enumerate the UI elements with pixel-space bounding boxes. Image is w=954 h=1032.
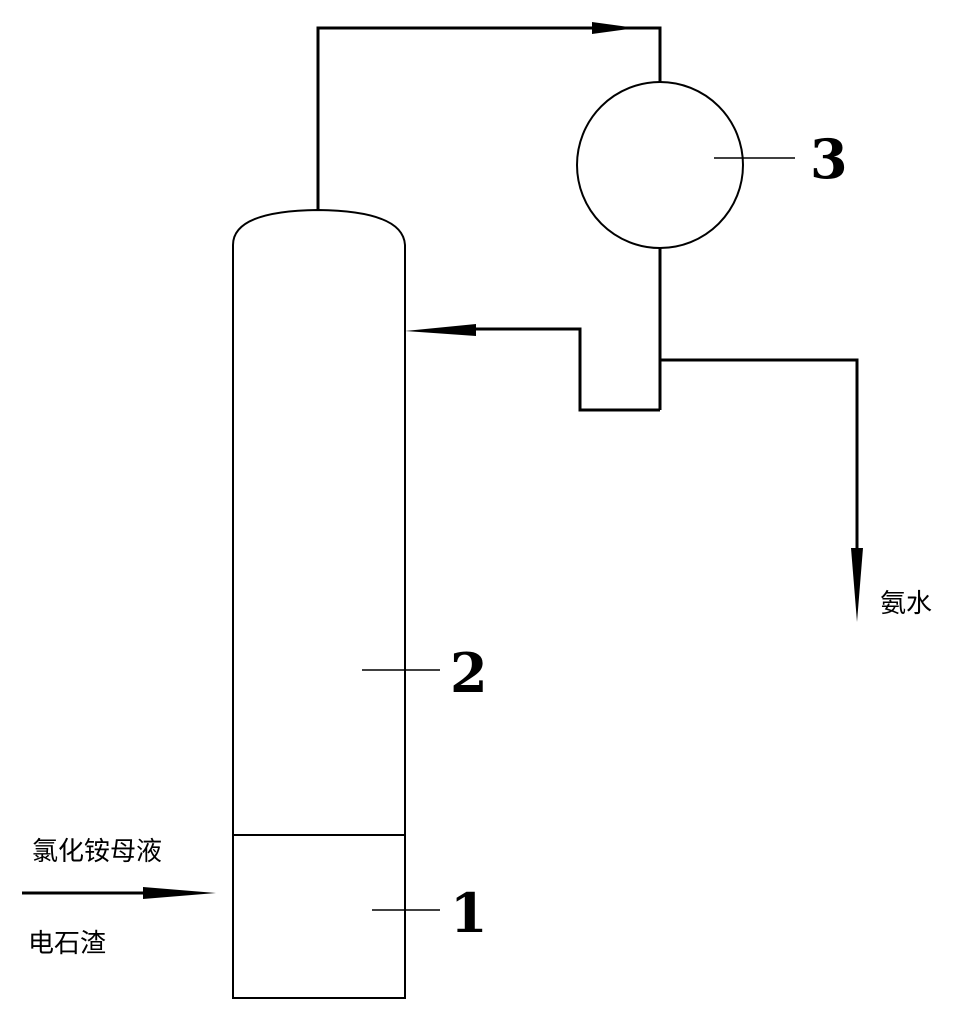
overhead-vapor-line <box>316 26 662 210</box>
feed-top-label: 氯化铵母液 <box>32 837 162 867</box>
overhead-flow-arrow <box>592 22 636 34</box>
vessel-1-label: 1 <box>450 881 488 945</box>
product-label: 氨水 <box>880 589 932 619</box>
column-2-label: 2 <box>450 641 488 705</box>
feed-bottom-label: 电石渣 <box>28 929 106 959</box>
feed-flow-arrow <box>143 887 216 899</box>
column-2-body <box>232 208 406 999</box>
condenser-3-label: 3 <box>810 127 848 191</box>
product-flow-arrow <box>851 548 863 622</box>
product-line <box>660 358 859 550</box>
reflux-flow-arrow <box>405 324 476 336</box>
reflux-line <box>475 327 660 412</box>
condenser-3 <box>576 81 744 249</box>
